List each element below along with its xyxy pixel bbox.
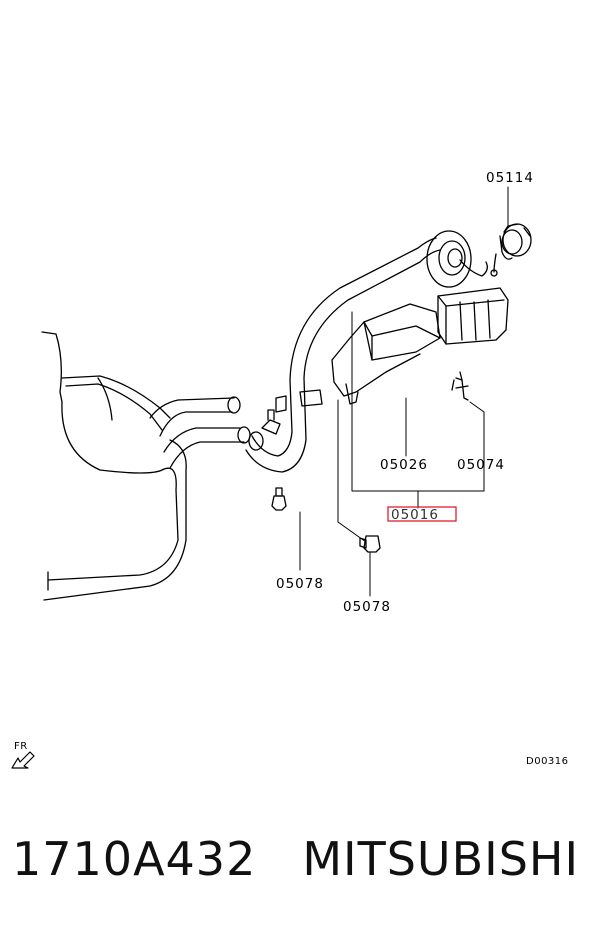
bolt-right: [359, 535, 381, 553]
footer-caption: 1710A432 MITSUBISHI: [12, 832, 579, 886]
figure-code: D00316: [526, 756, 569, 767]
fuel-tank-outline: [41, 331, 187, 601]
callout-bolt-left: 05078: [276, 576, 324, 592]
highlight-box: [387, 506, 457, 522]
callout-bolt-right: 05078: [343, 599, 391, 615]
callout-assembly: 05016: [391, 507, 439, 523]
callout-clip: 05074: [457, 457, 505, 473]
callout-fuel-cap: 05114: [486, 170, 534, 186]
filler-neck-pipe: [245, 237, 441, 473]
brand-name: MITSUBISHI: [302, 832, 580, 886]
clip-part: [451, 371, 469, 401]
fuel-cap: [490, 223, 532, 277]
breather-tube: [149, 396, 251, 469]
callout-housing: 05026: [380, 457, 428, 473]
filler-neck-housing: [331, 287, 509, 405]
part-number: 1710A432: [12, 832, 257, 886]
leader-lines: [299, 186, 509, 597]
bolt-left: [271, 487, 287, 511]
direction-label: FR: [14, 741, 28, 752]
filler-opening-ring: [426, 230, 488, 288]
front-direction-arrow-icon: [11, 751, 35, 769]
